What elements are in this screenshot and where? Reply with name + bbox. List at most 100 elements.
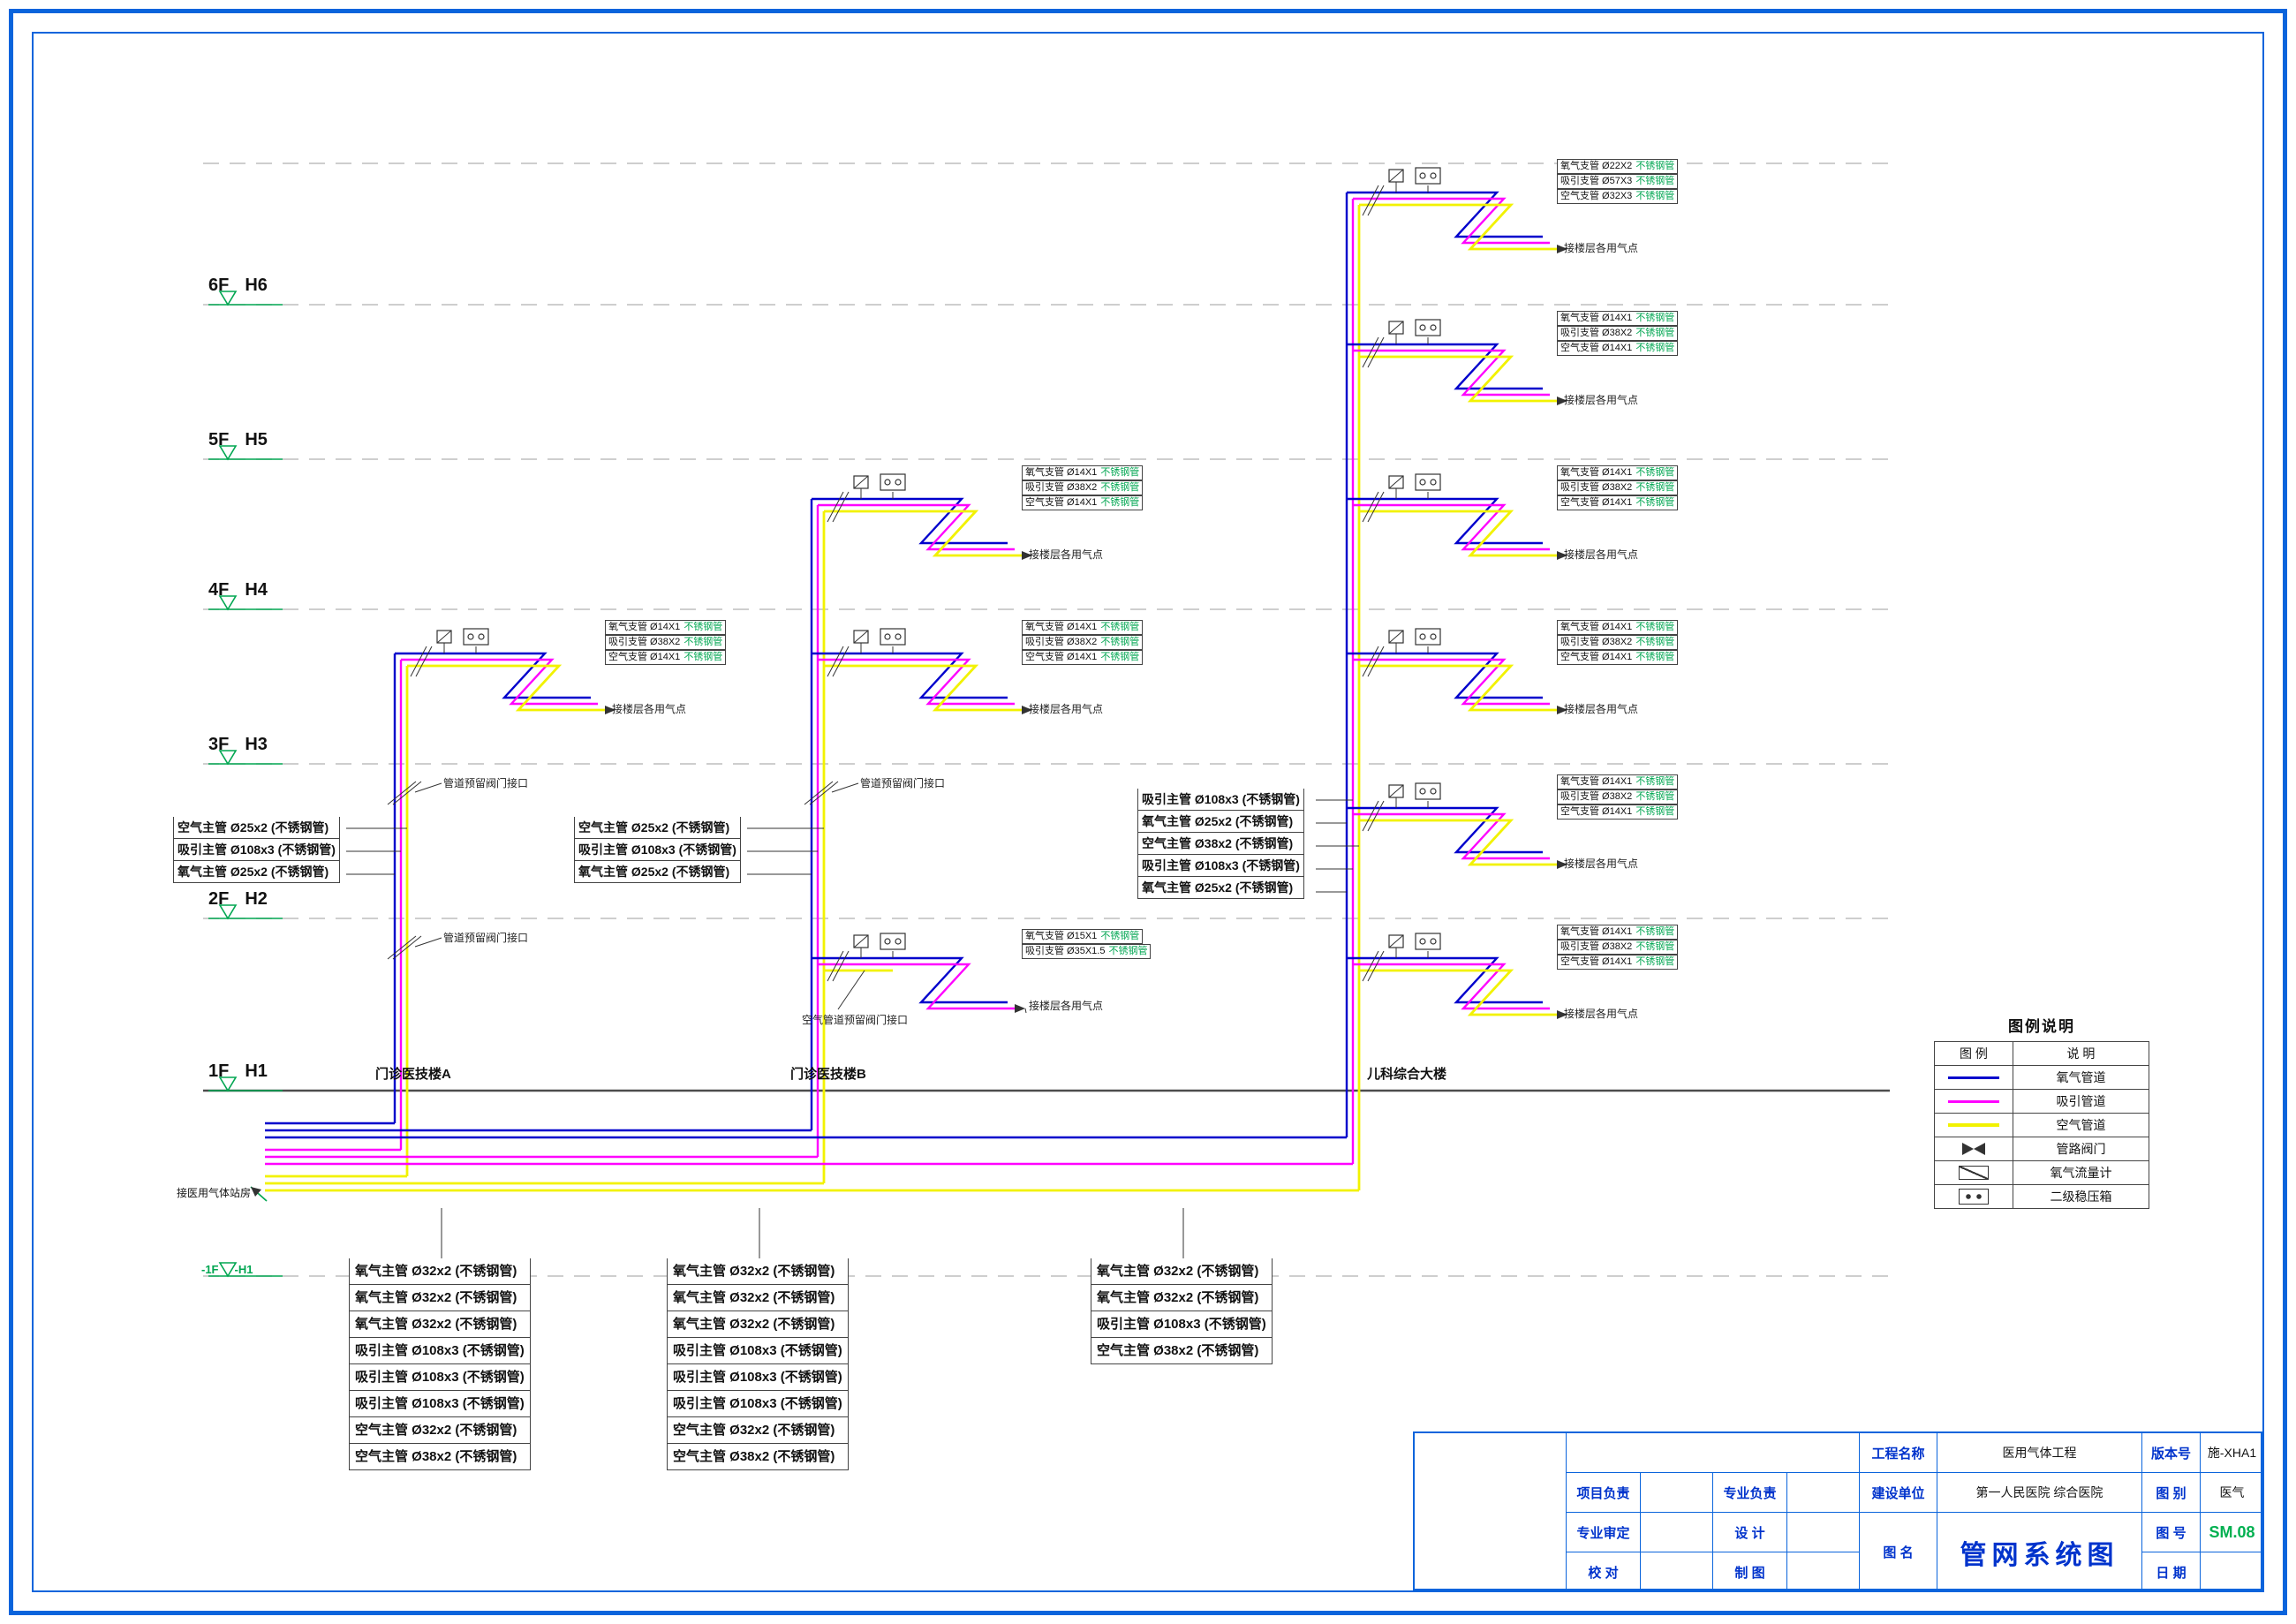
main-pipe-spec-row: 吸引主管 Ø108x3 (不锈钢管) xyxy=(349,1338,531,1364)
regulator-dot xyxy=(895,938,902,945)
pipe-material-text: 不锈钢管 xyxy=(1635,176,1675,186)
source-arrow-icon xyxy=(251,1187,261,1197)
regulator-dot xyxy=(1430,324,1437,331)
floor-label: 2F xyxy=(208,889,230,909)
pipe-spec-text: 氧气支管 Ø14X1 xyxy=(1560,313,1633,323)
main-pipe-spec-row: 氧气主管 Ø32x2 (不锈钢管) xyxy=(349,1311,531,1338)
main-pipe-spec-row: 氧气主管 Ø32x2 (不锈钢管) xyxy=(349,1285,531,1311)
main-pipe-spec-row: 吸引主管 Ø108x3 (不锈钢管) xyxy=(173,839,340,861)
gas-source-label: 接医用气体站房 xyxy=(177,1187,252,1199)
branch-pipe xyxy=(1359,203,1557,251)
valve-interface-note: 管道预留阀门接口 xyxy=(860,777,946,789)
riser-spec-table-c: 吸引主管 Ø108x3 (不锈钢管)氧气主管 Ø25x2 (不锈钢管)空气主管 … xyxy=(1137,789,1304,899)
main-pipe-spec-row: 吸引主管 Ø108x3 (不锈钢管) xyxy=(574,839,741,861)
pipe-spec-text: 吸引支管 Ø38X2 xyxy=(1560,637,1633,647)
branch-pipe xyxy=(812,956,1008,1004)
building-label-b: 门诊医技楼B xyxy=(790,1067,866,1082)
drawing-number-value: SM.08 xyxy=(2201,1513,2264,1552)
version-value: 施-XHA1 xyxy=(2201,1433,2264,1473)
main-pipe-table-b: 氧气主管 Ø32x2 (不锈钢管)氧气主管 Ø32x2 (不锈钢管)氧气主管 Ø… xyxy=(667,1258,849,1470)
legend-row: 氧气流量计 xyxy=(1935,1160,2149,1184)
legend-row: 氧气管道 xyxy=(1935,1065,2149,1089)
main-pipe-spec-row: 空气主管 Ø38x2 (不锈钢管) xyxy=(1091,1338,1273,1364)
pipe-material-text: 不锈钢管 xyxy=(1635,622,1675,632)
pipe-spec-text: 氧气支管 Ø14X1 xyxy=(1025,622,1098,632)
pipe-spec-text: 吸引支管 Ø38X2 xyxy=(1560,791,1633,802)
tap-point-label: 接楼层各用气点 xyxy=(1564,548,1639,561)
draft-label: 制 图 xyxy=(1713,1552,1787,1592)
pipe-break-tick xyxy=(1367,336,1385,368)
project-manager-label: 项目负责 xyxy=(1567,1473,1641,1513)
main-pipe-spec-row: 吸引主管 Ø108x3 (不锈钢管) xyxy=(349,1364,531,1391)
main-pipe-spec-row: 吸引主管 Ø108x3 (不锈钢管) xyxy=(1091,1311,1273,1338)
pipe-break-tick xyxy=(1362,336,1379,368)
regulator-dot xyxy=(1419,633,1426,640)
pipe-break-tick xyxy=(832,491,850,523)
legend-symbol-cell xyxy=(1935,1114,2013,1137)
main-pipe-spec-row: 氧气主管 Ø25x2 (不锈钢管) xyxy=(173,861,340,883)
pipe-break-tick xyxy=(1367,646,1385,677)
flow-meter-diagonal xyxy=(1388,475,1404,489)
date-label: 日 期 xyxy=(2142,1552,2201,1592)
valve-tick xyxy=(804,781,834,805)
legend-row: 管路阀门 xyxy=(1935,1137,2149,1160)
floor-elevation-code: H3 xyxy=(245,735,268,754)
floor-label: 3F xyxy=(208,735,230,754)
tap-leader-line xyxy=(1560,862,1568,865)
pipe-break-tick xyxy=(827,950,844,982)
pipe-break-tick xyxy=(410,646,427,677)
legend-label: 二级稳压箱 xyxy=(2050,1190,2112,1204)
valve-tick xyxy=(387,935,417,960)
branch-pipe xyxy=(1353,197,1550,245)
valve-note-leader xyxy=(414,782,442,793)
pipe-spec-text: 吸引支管 Ø38X2 xyxy=(1560,941,1633,952)
floor-label: 6F xyxy=(208,276,230,295)
valve-interface-note: 管道预留阀门接口 xyxy=(443,777,529,789)
main-pipe-spec-row: 吸引主管 Ø108x3 (不锈钢管) xyxy=(1137,855,1304,877)
elevation-marker-icon xyxy=(218,595,238,611)
regulator-dot xyxy=(1419,324,1426,331)
floor-elevation-code: H5 xyxy=(245,430,268,449)
regulator-box-icon xyxy=(1415,319,1441,336)
branch-pipe xyxy=(1353,658,1550,706)
project-manager-value xyxy=(1641,1473,1713,1513)
valve-tick xyxy=(809,781,839,805)
floor-label: 5F xyxy=(208,430,230,449)
pipe-material-text: 不锈钢管 xyxy=(684,637,723,647)
building-label-a: 门诊医技楼A xyxy=(375,1067,451,1082)
floor-elevation-code: H1 xyxy=(245,1061,268,1081)
pipe-material-text: 不锈钢管 xyxy=(1635,497,1675,508)
tap-leader-line xyxy=(1560,398,1568,402)
design-label: 设 计 xyxy=(1713,1513,1787,1552)
client-value: 第一人民医院 综合医院 xyxy=(1937,1473,2142,1513)
main-pipe-spec-row: 空气主管 Ø25x2 (不锈钢管) xyxy=(574,817,741,839)
pipe-material-text: 不锈钢管 xyxy=(1100,497,1140,508)
branch-pipe xyxy=(1347,652,1543,699)
main-pipe-spec-row: 空气主管 Ø38x2 (不锈钢管) xyxy=(349,1444,531,1470)
pipe-material-text: 不锈钢管 xyxy=(1635,467,1675,478)
valve-interface-note: 管道预留阀门接口 xyxy=(443,932,529,944)
regulator-dot xyxy=(1430,479,1437,486)
riser-spec-table-a: 空气主管 Ø25x2 (不锈钢管)吸引主管 Ø108x3 (不锈钢管)氧气主管 … xyxy=(173,817,340,883)
pipe-break-tick xyxy=(1362,800,1379,832)
pipe-break-tick xyxy=(832,646,850,677)
pipe-spec-text: 吸引支管 Ø38X2 xyxy=(1560,328,1633,338)
valve-tick xyxy=(387,781,417,805)
pipe-spec-text: 氧气支管 Ø22X2 xyxy=(1560,161,1633,171)
tap-leader-line xyxy=(1560,707,1568,711)
pipe-material-text: 不锈钢管 xyxy=(1635,482,1675,493)
legend-symbol-cell xyxy=(1935,1066,2013,1089)
design-value xyxy=(1787,1513,1860,1552)
pipe-material-text: 不锈钢管 xyxy=(1108,946,1148,956)
